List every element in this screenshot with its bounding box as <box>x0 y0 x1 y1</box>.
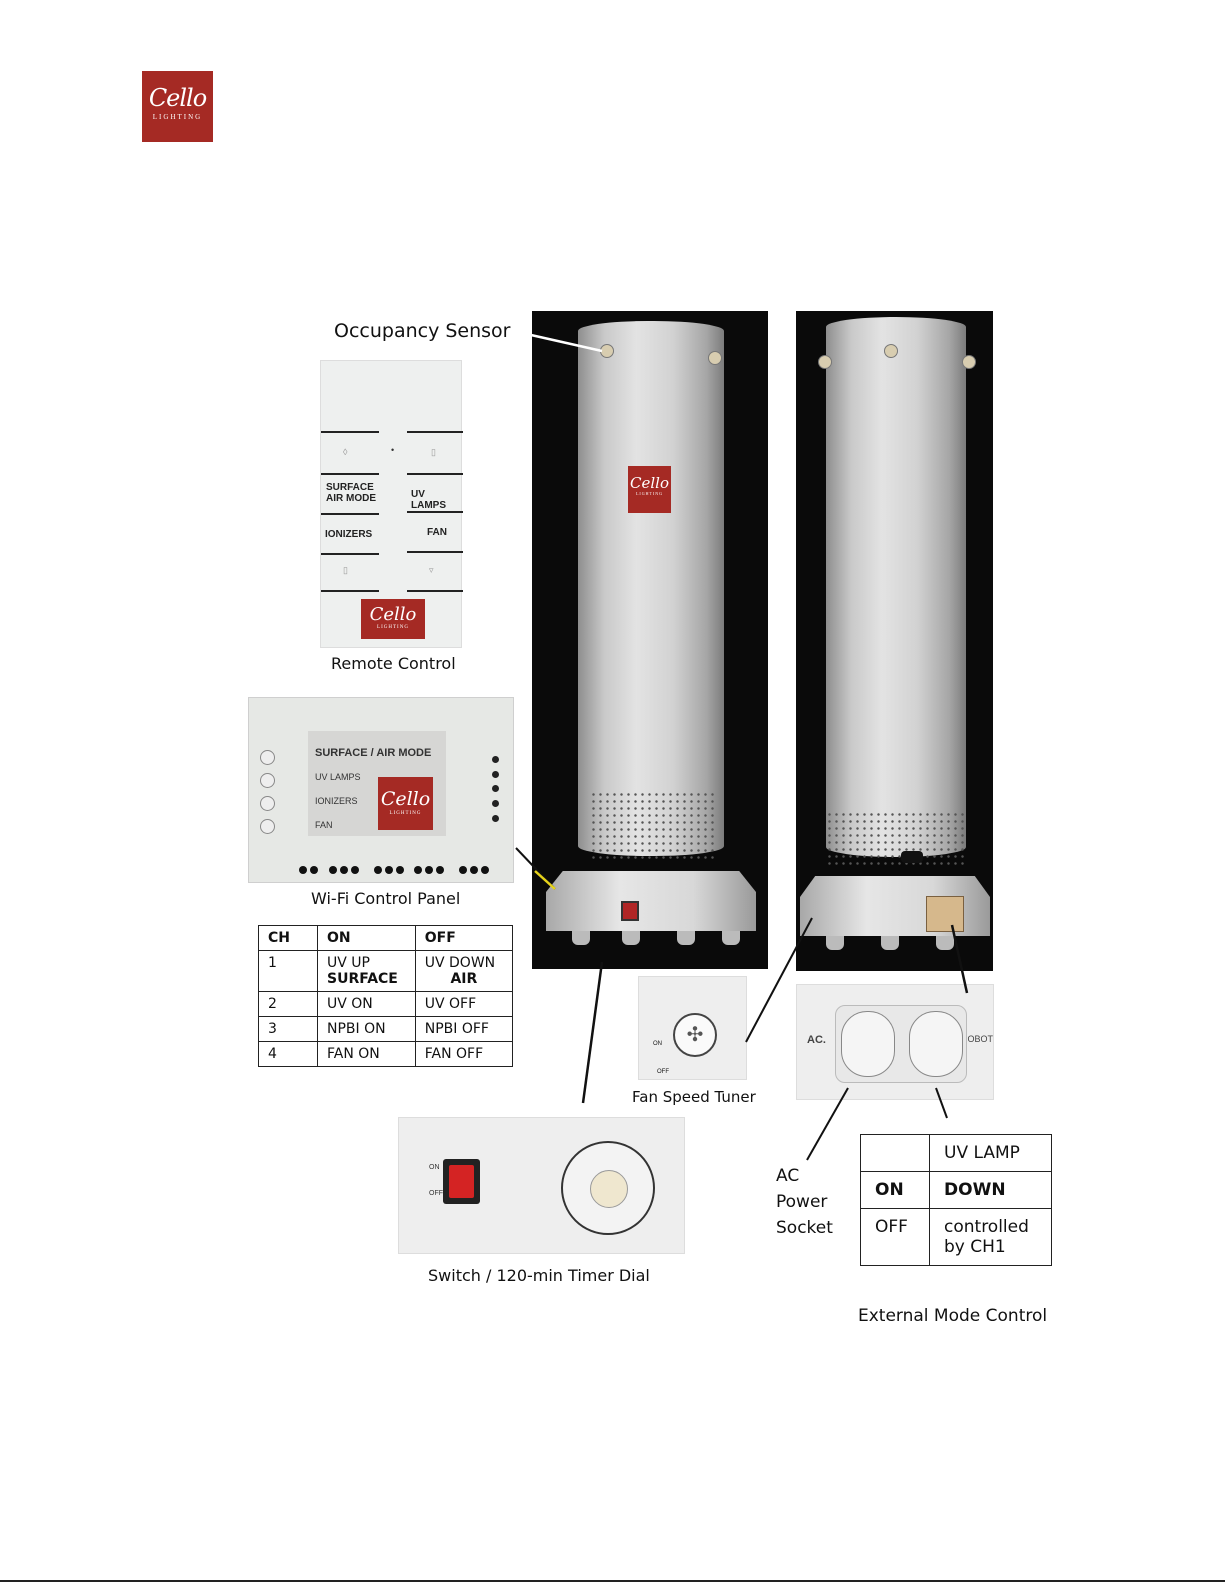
remote-control-photo: ◊ • ▯ SURFACE AIR MODE UV LAMPS IONIZERS… <box>320 360 463 648</box>
off-text: UV DOWN <box>424 955 496 971</box>
on-header: ON <box>317 925 416 951</box>
ch-cell: 4 <box>258 1041 318 1067</box>
wifi-logo-sub: LIGHTING <box>389 811 422 816</box>
wifi-control-panel-photo: SURFACE / AIR MODE UV LAMPS IONIZERS FAN… <box>248 697 514 883</box>
ch-cell: 2 <box>258 991 318 1017</box>
table-row: CH ON OFF <box>258 925 514 951</box>
off-value-line2: by CH1 <box>944 1237 1006 1257</box>
on-label-cell: ON <box>860 1171 930 1209</box>
on-bold-text: SURFACE <box>327 971 398 987</box>
ac-power-socket-label: AC Power Socket <box>776 1163 833 1241</box>
off-cell: UV OFF <box>414 991 514 1017</box>
ac-label-line2: Power <box>776 1192 828 1212</box>
on-cell: FAN ON <box>317 1041 416 1067</box>
fan-speed-tuner-photo: ✣ ON OFF <box>638 976 747 1080</box>
ch-cell: 1 <box>258 950 318 992</box>
table-row: 2 UV ON UV OFF <box>258 991 514 1017</box>
switch-off-text: OFF <box>429 1190 443 1197</box>
table-row: ON DOWN <box>860 1171 1052 1209</box>
ch-header: CH <box>258 925 318 951</box>
on-text: UV UP <box>327 955 370 971</box>
blank-cell <box>860 1134 930 1172</box>
external-mode-table: UV LAMP ON DOWN OFF controlled by CH1 <box>860 1134 1052 1266</box>
unit-back-photo <box>796 311 993 971</box>
on-cell: UV ON <box>317 991 416 1017</box>
remote-ionizers-button: IONIZERS <box>325 529 373 540</box>
wifi-row-fan: FAN <box>315 820 333 830</box>
timer-dial <box>561 1141 655 1235</box>
wifi-row-surface-air: SURFACE / AIR MODE <box>315 747 432 759</box>
occupancy-sensor-label: Occupancy Sensor <box>334 320 511 342</box>
page-bottom-rule <box>0 1580 1225 1582</box>
remote-logo-sub: LIGHTING <box>377 625 409 630</box>
remote-control-label: Remote Control <box>331 654 456 673</box>
wifi-row-ionizers: IONIZERS <box>315 796 358 806</box>
off-value-line1: controlled <box>944 1217 1029 1237</box>
uv-lamp-header: UV LAMP <box>929 1134 1052 1172</box>
fan-speed-tuner-label: Fan Speed Tuner <box>632 1088 756 1106</box>
switch-timer-photo: ON OFF <box>398 1117 685 1254</box>
remote-logo-script: Cello <box>369 604 417 625</box>
unit-logo: Cello LIGHTING <box>628 466 671 513</box>
fan-on-text: ON <box>653 1041 662 1047</box>
table-row: OFF controlled by CH1 <box>860 1208 1052 1266</box>
logo-sub: LIGHTING <box>152 113 203 121</box>
off-bold-text: AIR <box>450 971 478 987</box>
remote-logo: Cello LIGHTING <box>361 599 425 639</box>
off-header: OFF <box>414 925 514 951</box>
socket-robot-text: ROBOT <box>961 1034 994 1044</box>
ch-cell: 3 <box>258 1016 318 1042</box>
power-switch <box>443 1159 480 1204</box>
external-mode-control-label: External Mode Control <box>858 1306 1048 1326</box>
remote-uv-lamps-button: UV LAMPS <box>411 489 446 511</box>
ac-label-line1: AC <box>776 1166 800 1186</box>
remote-surface-air-mode-button: SURFACE AIR MODE <box>326 482 376 504</box>
unit-front-photo: Cello LIGHTING <box>532 311 768 969</box>
table-row: 4 FAN ON FAN OFF <box>258 1041 514 1067</box>
table-row: UV LAMP <box>860 1134 1052 1172</box>
ac-socket-photo: AC. ROBOT <box>796 984 994 1100</box>
switch-on-text: ON <box>429 1164 440 1171</box>
remote-air-mode-label: AIR MODE <box>326 493 376 504</box>
on-cell: NPBI ON <box>317 1016 416 1042</box>
unit-logo-sub: LIGHTING <box>635 491 664 496</box>
unit-logo-script: Cello <box>630 474 669 492</box>
logo-script: Cello <box>148 84 207 112</box>
on-value-cell: DOWN <box>929 1171 1052 1209</box>
socket-ac-text: AC. <box>807 1034 826 1046</box>
switch-timer-label: Switch / 120-min Timer Dial <box>428 1266 650 1285</box>
off-label-cell: OFF <box>860 1208 930 1266</box>
cello-lighting-logo: Cello LIGHTING <box>142 71 213 142</box>
wifi-logo-script: Cello <box>380 788 431 810</box>
table-row: 3 NPBI ON NPBI OFF <box>258 1016 514 1042</box>
remote-surface-label: SURFACE <box>326 482 374 493</box>
ac-label-line3: Socket <box>776 1218 833 1238</box>
off-cell: NPBI OFF <box>414 1016 514 1042</box>
remote-fan-button: FAN <box>427 527 447 538</box>
wifi-row-uv-lamps: UV LAMPS <box>315 772 361 782</box>
wifi-control-panel-label: Wi-Fi Control Panel <box>311 889 461 908</box>
off-cell: FAN OFF <box>414 1041 514 1067</box>
wifi-logo: Cello LIGHTING <box>378 777 433 830</box>
fan-off-text: OFF <box>657 1069 669 1075</box>
off-value-cell: controlled by CH1 <box>929 1208 1052 1266</box>
